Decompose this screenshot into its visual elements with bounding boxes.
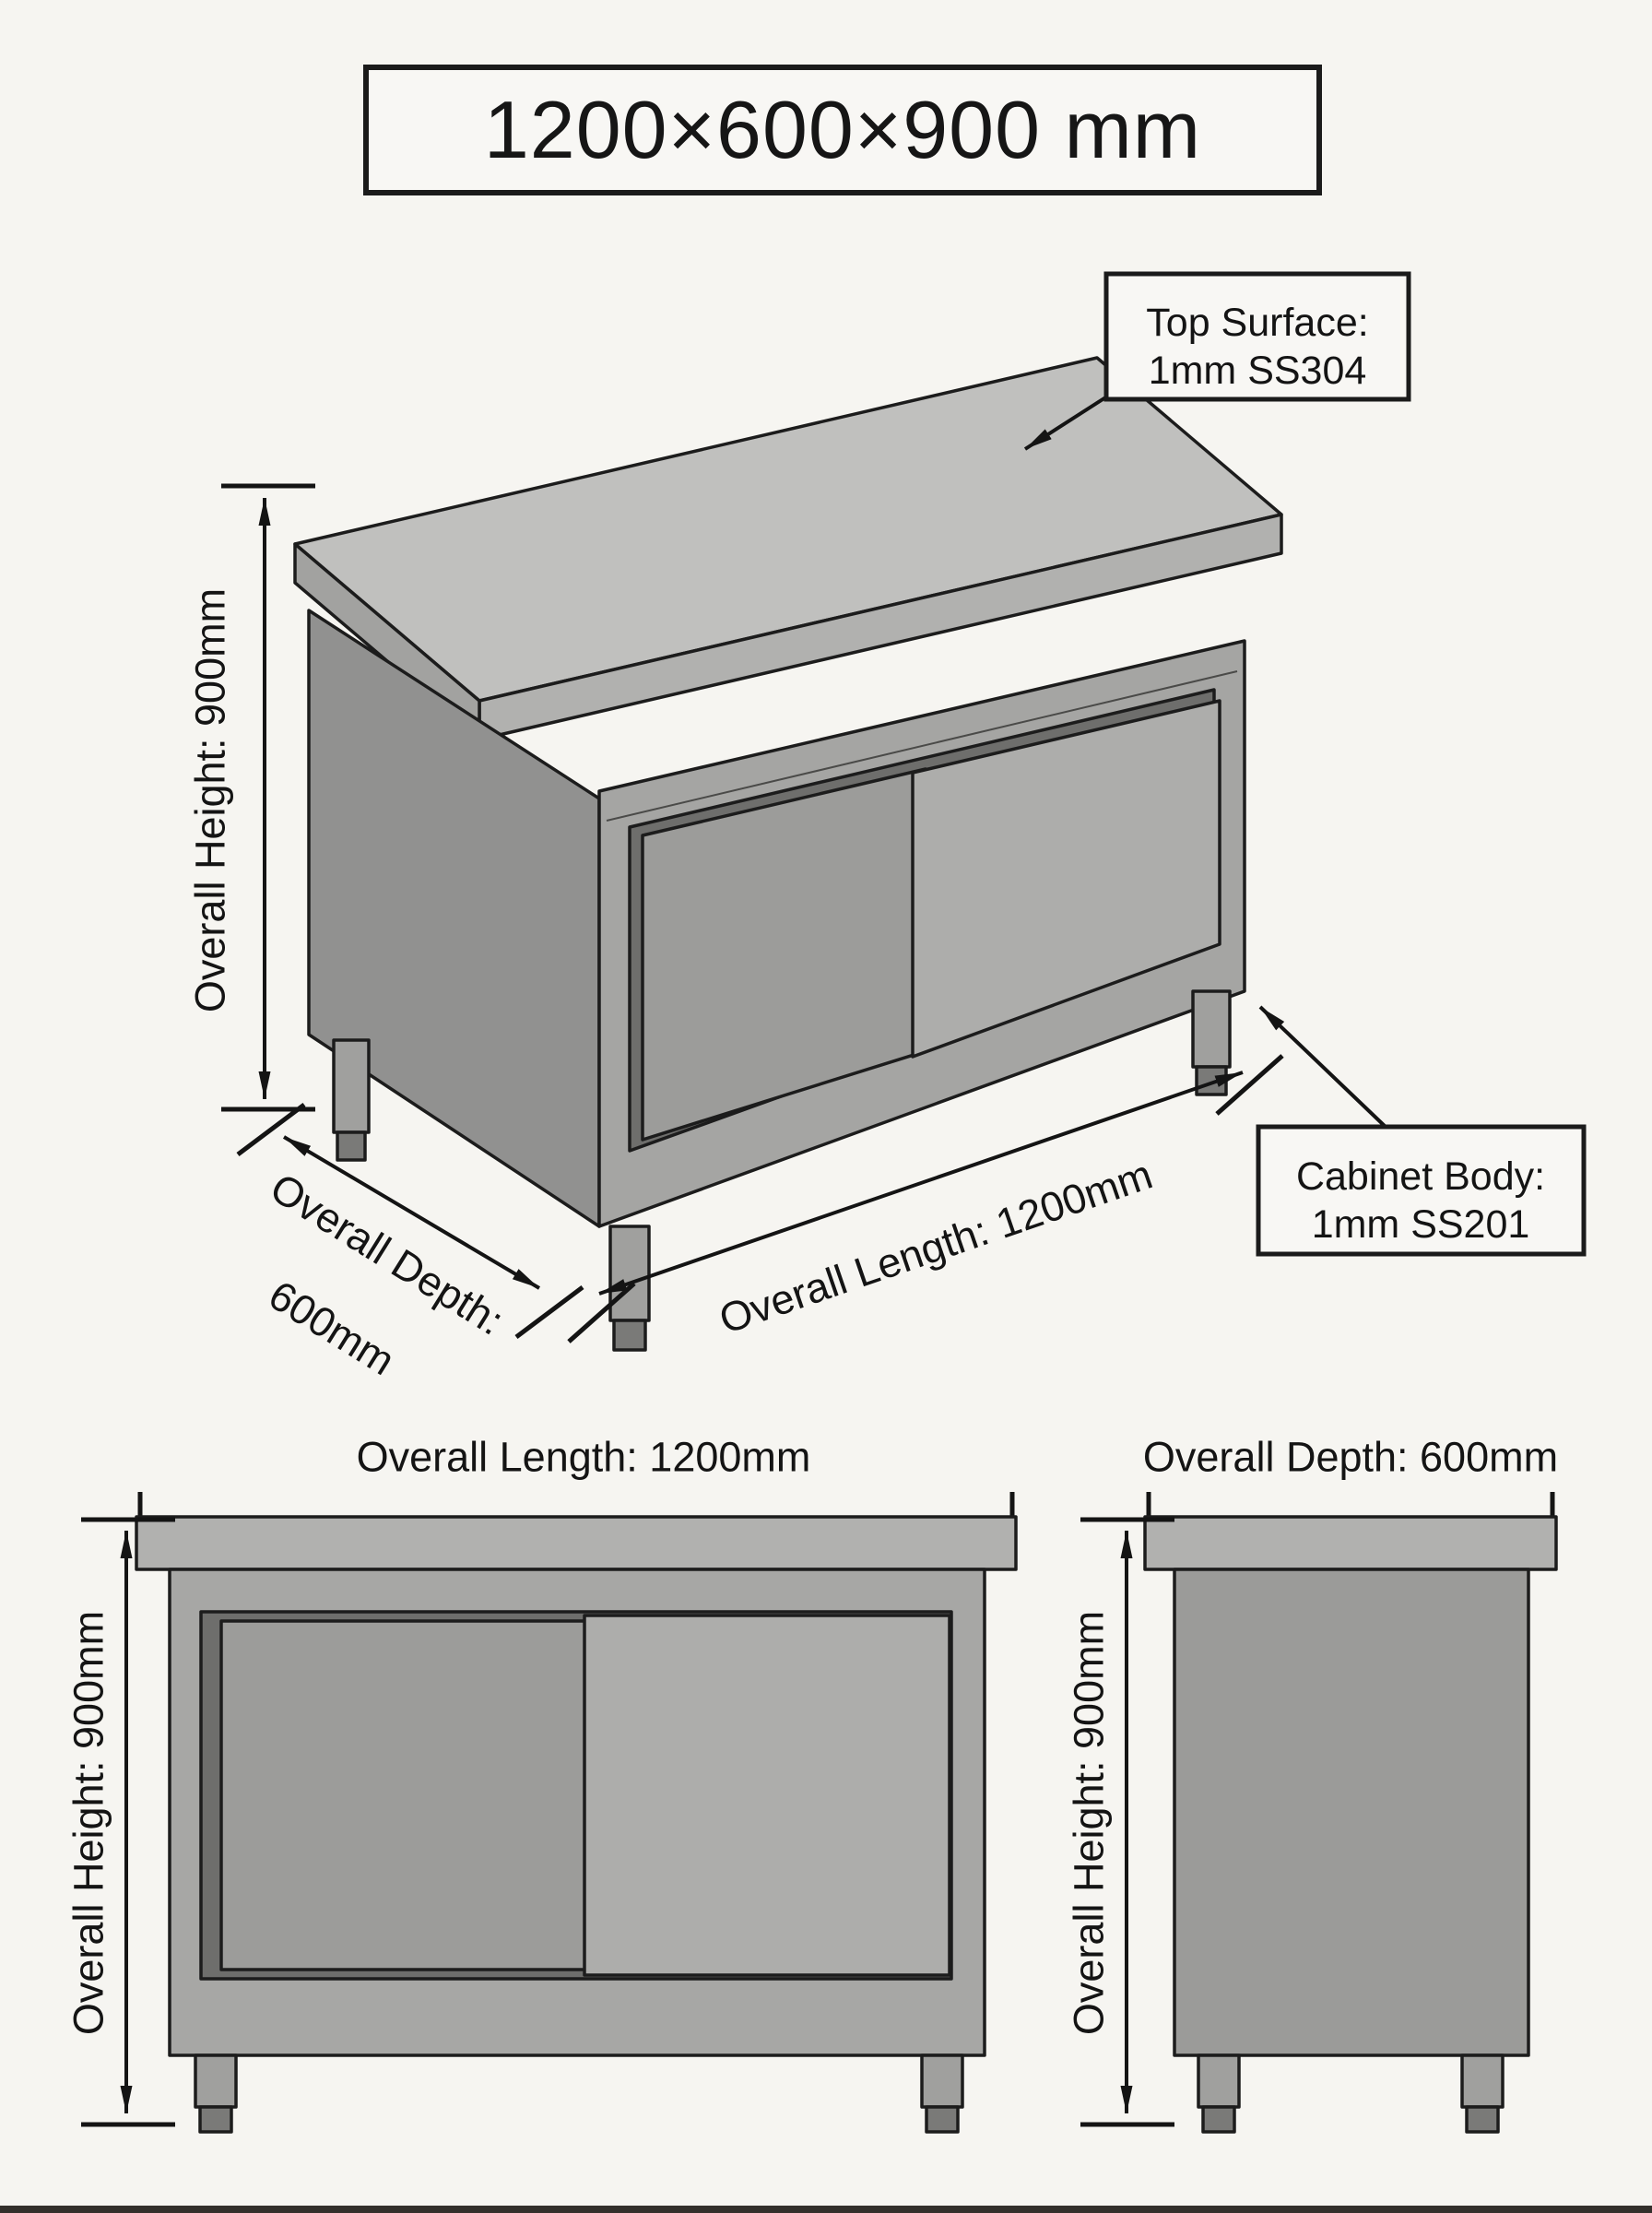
iso-leg-back-left xyxy=(332,1038,371,1162)
side-height-label: Overall Height: 900mm xyxy=(1066,1611,1113,2035)
callout-body-line2: 1mm SS201 xyxy=(1312,1202,1530,1247)
dim-tick-oblique xyxy=(567,1282,636,1343)
callout-top-line1: Top Surface: xyxy=(1146,301,1368,345)
callout-top-line2: 1mm SS304 xyxy=(1149,349,1367,393)
callout-box xyxy=(1256,1124,1587,1257)
side-leg-left xyxy=(1197,2053,1241,2134)
callout-top-surface: Top Surface: 1mm SS304 xyxy=(1023,271,1411,451)
title-box: 1200×600×900 mm xyxy=(363,65,1322,195)
front-height-dimension: Overall Height: 900mm xyxy=(65,1517,175,2127)
side-depth-label: Overall Depth: 600mm xyxy=(1143,1434,1558,1481)
side-counter-slab xyxy=(1143,1515,1558,1571)
iso-height-dimension: Overall Height: 900mm xyxy=(187,483,315,1156)
leg-foot xyxy=(1465,2105,1500,2134)
front-leg-right xyxy=(920,2053,964,2134)
leg-foot xyxy=(612,1319,647,1352)
dim-arrow-line xyxy=(282,1135,541,1290)
scan-edge-artifact xyxy=(0,2206,1652,2213)
side-view: Overall Depth: 600mm Overall Height: xyxy=(1066,1434,1558,2134)
iso-view: Overall Height: 900mm Overall Depth: 600… xyxy=(187,271,1587,1385)
front-counter-slab xyxy=(135,1515,1018,1571)
page-title: 1200×600×900 mm xyxy=(483,84,1202,175)
front-view: Overall Length: 1200mm xyxy=(65,1434,1018,2134)
callout-leader-arrow xyxy=(1023,393,1112,451)
front-door-left xyxy=(219,1619,594,1971)
front-leg-left xyxy=(194,2053,238,2134)
leg-cylinder xyxy=(332,1038,371,1134)
callout-body-line1: Cabinet Body: xyxy=(1296,1154,1545,1199)
leg-cylinder xyxy=(1197,2053,1241,2109)
dim-tick-oblique xyxy=(236,1103,306,1156)
side-cabinet-panel xyxy=(1173,1568,1530,2057)
iso-door-right xyxy=(911,699,1221,1059)
front-door-right xyxy=(583,1614,951,1977)
leg-foot xyxy=(198,2105,233,2134)
leg-foot xyxy=(925,2105,960,2134)
iso-height-label: Overall Height: 900mm xyxy=(187,588,234,1012)
iso-depth-label-line2: 600mm xyxy=(261,1272,403,1385)
iso-door-track-line xyxy=(606,670,1238,822)
callout-cabinet-body: Cabinet Body: 1mm SS201 xyxy=(1256,1005,1587,1257)
dim-tick-oblique xyxy=(514,1285,584,1339)
side-leg-right xyxy=(1460,2053,1504,2134)
leg-cylinder xyxy=(608,1225,651,1322)
leg-cylinder xyxy=(1191,989,1232,1069)
side-height-dimension: Overall Height: 900mm xyxy=(1066,1517,1174,2127)
leg-cylinder xyxy=(194,2053,238,2109)
dim-tick-oblique xyxy=(1215,1054,1284,1116)
front-length-label: Overall Length: 1200mm xyxy=(357,1434,811,1481)
callout-leader-arrow xyxy=(1258,1005,1389,1130)
leg-foot xyxy=(1201,2105,1236,2134)
leg-foot xyxy=(336,1130,367,1162)
callout-box xyxy=(1103,271,1411,402)
leg-cylinder xyxy=(920,2053,964,2109)
front-height-label: Overall Height: 900mm xyxy=(65,1611,112,2035)
dim-arrow-line xyxy=(598,1071,1244,1296)
leg-cylinder xyxy=(1460,2053,1504,2109)
